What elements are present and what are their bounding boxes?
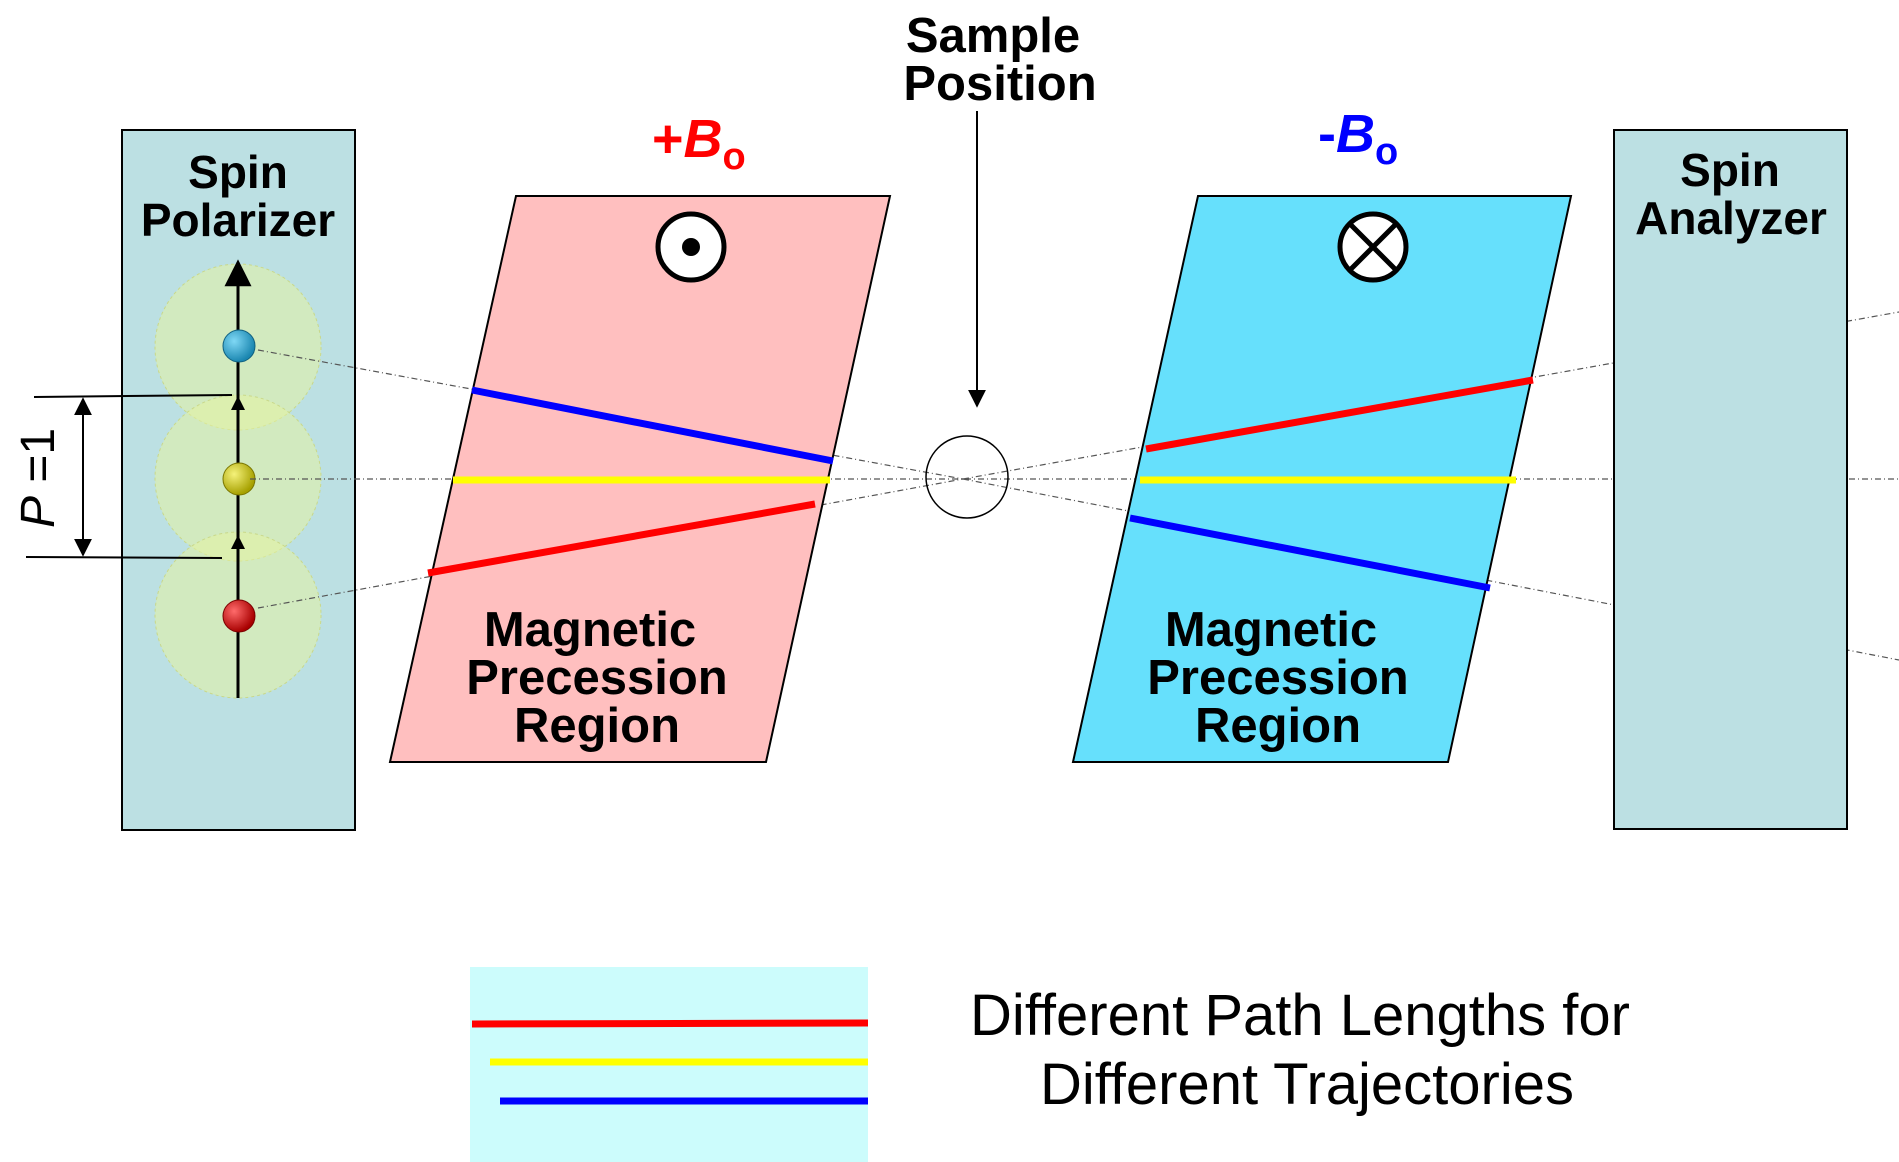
sample-label-line2: Position xyxy=(903,57,1096,111)
trajectory-right-blue xyxy=(1129,514,1491,592)
spin-analyzer: Spin Analyzer xyxy=(1613,129,1848,830)
polarization-value: =1 xyxy=(12,428,65,496)
field-left-label: +Bo xyxy=(652,109,746,178)
trajectory-left-blue xyxy=(471,386,834,465)
field-left-subscript: o xyxy=(723,136,746,178)
spin-arrowhead-upper xyxy=(231,396,245,410)
region-right-label-line1: Magnetic xyxy=(1165,603,1377,657)
trajectory-left-red xyxy=(427,500,816,577)
field-left-symbol: B xyxy=(684,109,723,169)
bracket-bottom-line xyxy=(25,556,223,559)
sample-position: Sample Position xyxy=(903,9,1097,519)
field-right-label: -Bo xyxy=(1318,104,1398,173)
region-right-label-line2: Precession xyxy=(1147,651,1409,705)
precession-region-right: Magnetic Precession Region xyxy=(1071,195,1573,763)
field-into-page-icon xyxy=(1337,211,1409,283)
precession-region-left: Magnetic Precession Region xyxy=(388,195,892,763)
polarization-indicator: P =1 xyxy=(12,394,233,559)
region-left-label-line1: Magnetic xyxy=(484,603,696,657)
guide-line-upper-in xyxy=(257,349,964,480)
polarization-symbol: P xyxy=(12,496,65,528)
field-right-symbol: B xyxy=(1336,104,1375,164)
field-left-sign: + xyxy=(652,109,684,169)
guide-line-lower-in xyxy=(257,478,964,609)
legend-line-red xyxy=(471,1019,869,1028)
spin-analyzer-title-line1: Spin xyxy=(1680,144,1780,196)
region-left-label-line3: Region xyxy=(514,699,680,753)
guide-line-upper-out xyxy=(962,311,1899,480)
field-right-sign: - xyxy=(1318,104,1336,164)
field-out-of-page-icon xyxy=(655,211,727,283)
field-right-subscript: o xyxy=(1375,131,1398,173)
spin-arrowhead-lower xyxy=(231,535,245,549)
polarization-label: P =1 xyxy=(12,428,65,528)
legend-text-line2: Different Trajectories xyxy=(1040,1052,1574,1117)
spin-polarizer: Spin Polarizer xyxy=(121,129,356,831)
spin-analyzer-box xyxy=(1613,129,1848,830)
bracket-top-line xyxy=(33,394,233,398)
spin-analyzer-title-line2: Analyzer xyxy=(1635,192,1827,244)
region-left-label-line2: Precession xyxy=(466,651,728,705)
legend-text-line1: Different Path Lengths for xyxy=(970,983,1630,1048)
sample-circle xyxy=(925,435,1009,519)
neutron-ball-red xyxy=(222,599,256,633)
sample-label-line1: Sample xyxy=(906,9,1080,63)
neutron-ball-blue xyxy=(222,329,256,363)
region-right-label-line3: Region xyxy=(1195,699,1361,753)
legend: Different Path Lengths for Different Tra… xyxy=(470,967,1630,1162)
spin-polarizer-title-line1: Spin xyxy=(188,146,288,198)
trajectory-right-red xyxy=(1145,376,1534,453)
spin-polarizer-title-line2: Polarizer xyxy=(141,194,335,246)
